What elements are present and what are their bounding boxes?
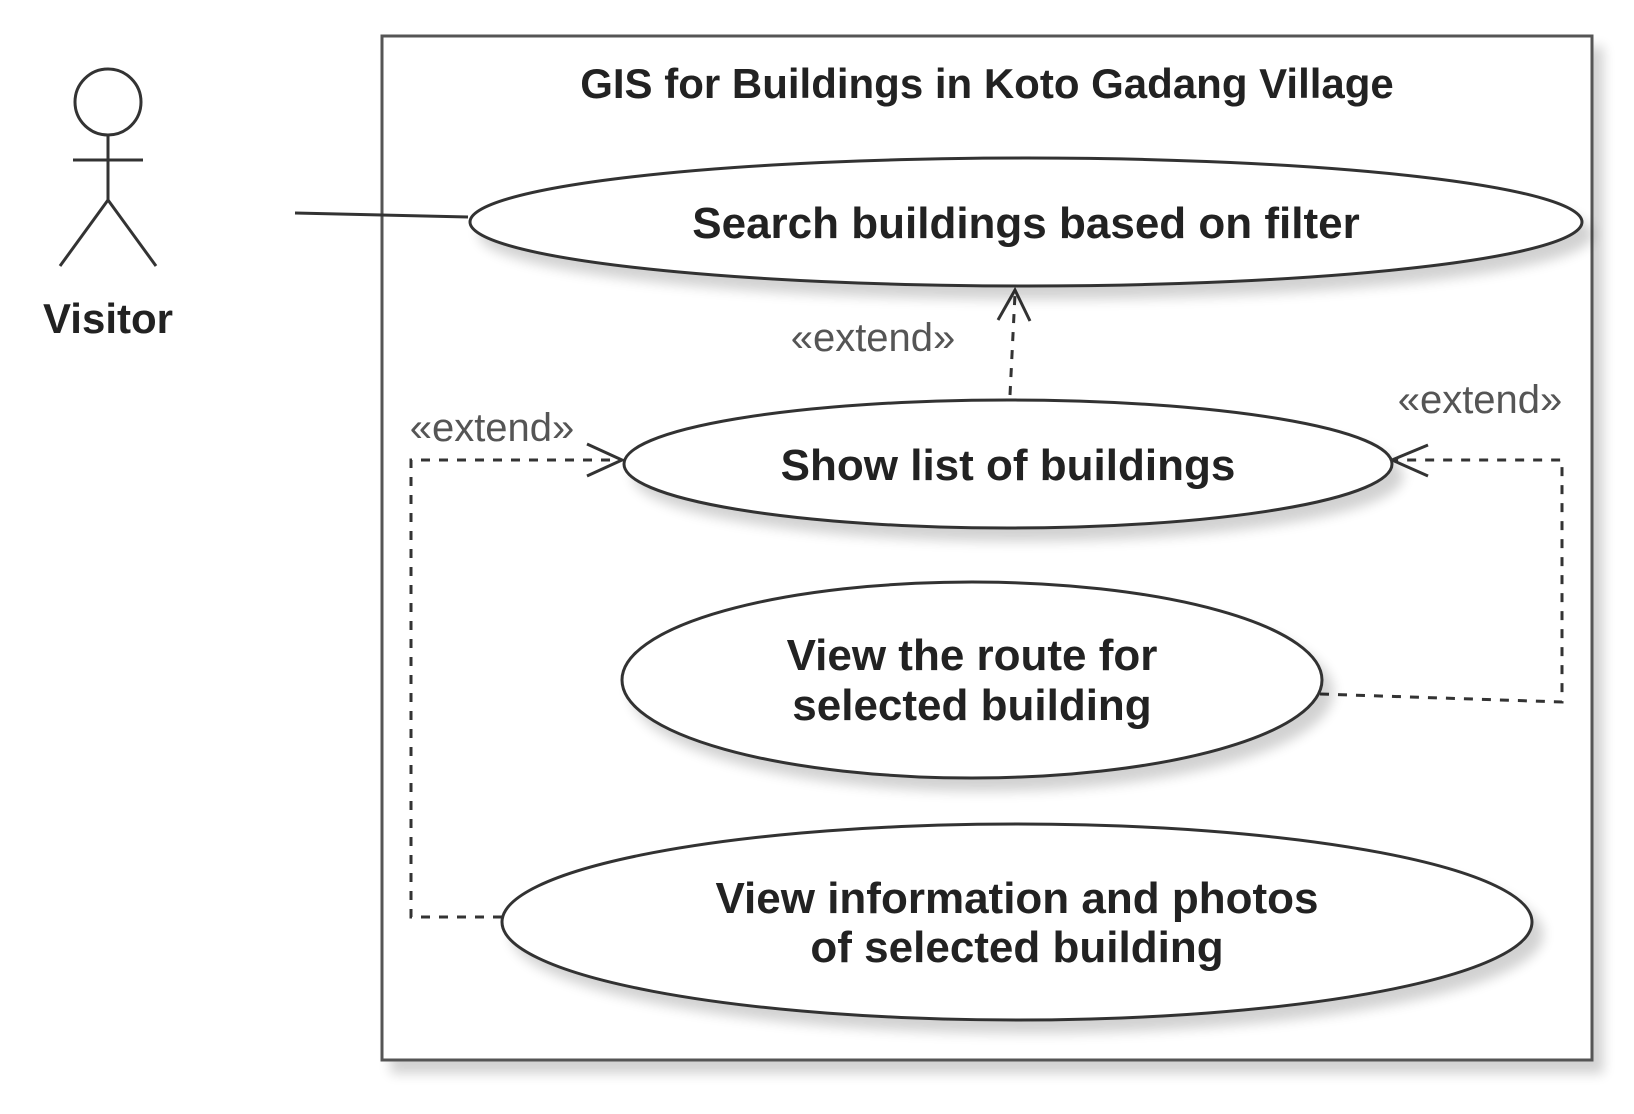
extend-label-route: «extend» <box>1398 378 1563 422</box>
system-title: GIS for Buildings in Koto Gadang Village <box>580 60 1394 107</box>
extend-show-to-search <box>996 286 1032 396</box>
actor-label: Visitor <box>43 295 173 342</box>
use-case-search[interactable]: Search buildings based on filter <box>468 156 1584 288</box>
use-case-view-route-line2: selected building <box>792 681 1151 730</box>
extend-info-to-show <box>409 442 626 919</box>
use-case-show-list-label: Show list of buildings <box>781 441 1236 490</box>
extend-label-info: «extend» <box>410 406 575 450</box>
use-case-search-label: Search buildings based on filter <box>692 199 1359 248</box>
use-case-view-info-line2: of selected building <box>810 923 1223 972</box>
actor-head <box>73 67 143 137</box>
use-case-view-info[interactable]: View information and photos of selected … <box>500 822 1534 1022</box>
use-case-view-info-line1: View information and photos <box>716 874 1319 923</box>
use-case-view-route-line1: View the route for <box>787 631 1158 680</box>
association-line <box>294 211 469 219</box>
actor-visitor <box>58 67 158 267</box>
extend-label-search: «extend» <box>791 316 956 360</box>
use-case-view-route[interactable]: View the route for selected building <box>620 580 1324 780</box>
use-case-show-list[interactable]: Show list of buildings <box>622 398 1394 530</box>
